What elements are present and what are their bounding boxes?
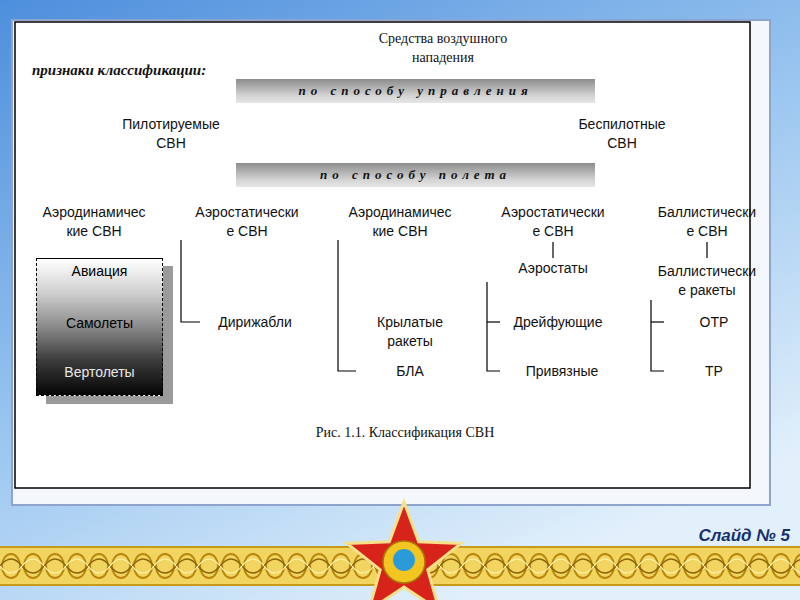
bracket-line [487, 321, 500, 322]
item-label: Привязные [526, 362, 599, 381]
class-label: Аэростатически е СВН [195, 203, 298, 241]
node-text: по способу полета [320, 167, 511, 183]
criteria-band: по способу управления [236, 79, 595, 103]
subclass-label: Баллистически е ракеты [658, 262, 756, 300]
node-text: Вертолеты [37, 364, 162, 380]
emblem-circle [383, 541, 425, 583]
bracket-line [552, 242, 553, 258]
item-label: Дирижабли [218, 313, 291, 332]
bracket-line [181, 240, 200, 322]
aviation-box: АвиацияСамолетыВертолеты [36, 258, 163, 396]
node-text: по способу управления [298, 83, 532, 99]
bracket-line [487, 282, 500, 371]
criteria-note: признаки классификации: [32, 61, 206, 80]
figure-caption: Рис. 1.1. Классификация СВН [316, 423, 495, 442]
emblem-sky [393, 549, 415, 571]
diagram-title: Средства воздушного нападения [368, 29, 518, 67]
item-label: Дрейфующие [514, 313, 603, 332]
class-label: Аэростатически е СВН [501, 203, 604, 241]
star-emblem [347, 502, 461, 600]
slide-number: Слайд № 5 [698, 526, 790, 545]
node-text: Авиация [37, 263, 162, 279]
category-label: Беспилотные СВН [578, 115, 665, 153]
bracket-line [706, 242, 707, 258]
node-text: Самолеты [37, 315, 162, 331]
item-label: Крылатые ракеты [377, 313, 443, 351]
item-label: ОТР [700, 313, 729, 332]
bracket-line [651, 321, 664, 322]
subclass-label: Аэростаты [518, 259, 588, 278]
item-label: ТР [705, 362, 723, 381]
class-label: Аэродинамичес кие СВН [42, 203, 145, 241]
bracket-line [651, 300, 664, 371]
category-label: Пилотируемые СВН [122, 115, 220, 153]
criteria-band: по способу полета [236, 163, 595, 187]
class-label: Аэродинамичес кие СВН [348, 203, 451, 241]
item-label: БЛА [396, 362, 424, 381]
outer-panel [12, 20, 770, 505]
inner-panel [15, 22, 750, 488]
bracket-line [338, 240, 356, 371]
class-label: Баллистически е СВН [658, 203, 756, 241]
